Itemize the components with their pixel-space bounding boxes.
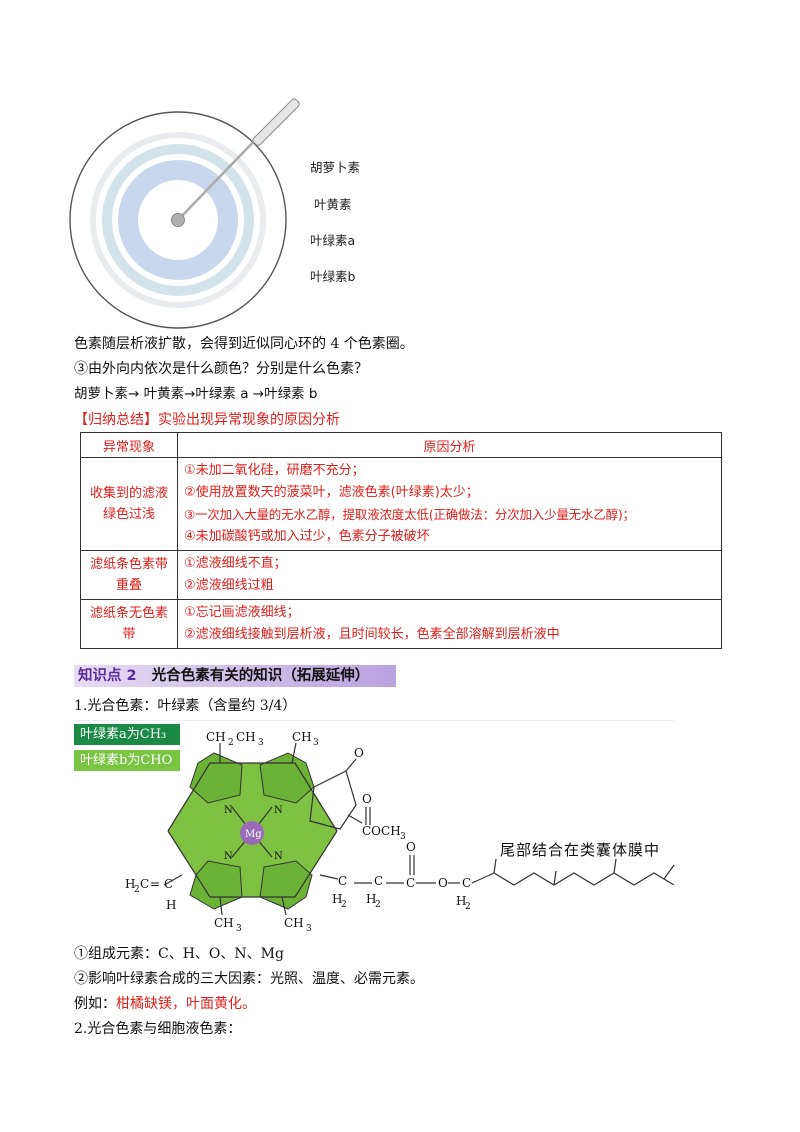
svg-text:H: H [456, 894, 466, 908]
anomaly-analysis-table: 异常现象 原因分析 收集到的滤液绿色过浅 ①未加二氧化硅，研磨不充分； ②使用放… [80, 432, 722, 649]
svg-text:O: O [354, 746, 364, 760]
svg-text:H: H [166, 898, 176, 912]
reason-cell: ①滤液细线不直； ②滤液细线过粗 [177, 550, 722, 600]
svg-text:C: C [406, 876, 415, 890]
svg-text:CH: CH [292, 730, 312, 744]
svg-text:N: N [224, 851, 233, 862]
ring-label-chlorophyll-a: 叶绿素a [310, 233, 356, 248]
tag-chlorophyll-b: 叶绿素b为CHO [74, 750, 180, 771]
note-example: 例如：柑橘缺镁，叶面黄化。 [74, 994, 256, 1014]
svg-text:H: H [125, 877, 135, 891]
table-row: 滤纸条色素带重叠 ①滤液细线不直； ②滤液细线过粗 [80, 550, 722, 600]
phenomenon-cell: 滤纸条无色素带 [80, 599, 178, 649]
svg-text:COCH: COCH [362, 824, 401, 838]
reason-item: ①滤液细线不直； [184, 556, 287, 571]
reason-cell: ①忘记画滤液细线； ②滤液细线接触到层析液，且时间较长，色素全部溶解到层析液中 [177, 599, 722, 649]
svg-text:2: 2 [375, 900, 381, 910]
svg-text:3: 3 [236, 924, 242, 934]
svg-text:2: 2 [134, 885, 140, 895]
note-example-highlight: 柑橘缺镁，叶面黄化。 [116, 996, 256, 1012]
svg-text:C: C [374, 874, 383, 888]
svg-text:N: N [224, 805, 233, 816]
summary-heading: 【归纳总结】实验出现异常现象的原因分析 [74, 412, 340, 428]
section-divider [74, 720, 674, 721]
reason-item: ②滤液细线过粗 [184, 578, 274, 593]
svg-text:3: 3 [306, 924, 312, 934]
table-row: 收集到的滤液绿色过浅 ①未加二氧化硅，研磨不充分； ②使用放置数天的菠菜叶，滤液… [80, 457, 722, 551]
reason-item: ④未加碳酸钙或加入过少，色素分子被破坏 [184, 529, 430, 544]
reason-item: ①未加二氧化硅，研磨不充分； [184, 463, 365, 478]
reason-item: ①忘记画滤液细线； [184, 605, 300, 620]
text-line-3: 胡萝卜素→ 叶黄素→叶绿素 a →叶绿素 b [74, 386, 318, 402]
svg-text:C: C [462, 876, 471, 890]
reason-item: ②滤液细线接触到层析液，且时间较长，色素全部溶解到层析液中 [184, 627, 560, 642]
svg-text:H: H [332, 892, 342, 906]
pigment-ring-diagram [69, 98, 300, 329]
metal-ion-label: Mg [245, 829, 262, 840]
svg-text:2: 2 [341, 900, 347, 910]
knowledge-point-title: 光合色素有关的知识（拓展延伸） [151, 668, 370, 684]
section-heading-2: 2.光合色素与细胞液色素： [74, 1021, 242, 1037]
svg-text:N: N [274, 805, 283, 816]
svg-text:C: C [164, 877, 173, 891]
svg-text:CH: CH [284, 916, 304, 930]
knowledge-point-number: 知识点 2 [78, 668, 137, 684]
svg-text:CH: CH [214, 916, 234, 930]
phenomenon-cell: 滤纸条色素带重叠 [80, 550, 178, 600]
svg-text:2: 2 [228, 738, 234, 748]
svg-text:O: O [406, 840, 416, 854]
table-header-phenomenon: 异常现象 [80, 432, 178, 458]
svg-text:3: 3 [400, 832, 406, 842]
ring-label-chlorophyll-b: 叶绿素b [310, 269, 356, 284]
reason-item: ③一次加入大量的无水乙醇，提取液浓度太低(正确做法：分次加入少量无水乙醇)； [184, 507, 635, 522]
text-line-2: ③由外向内依次是什么颜色？分别是什么色素？ [74, 361, 368, 377]
table-header-reason: 原因分析 [177, 432, 722, 458]
ring-label-carotene: 胡萝卜素 [310, 160, 361, 175]
svg-text:2: 2 [465, 902, 471, 912]
svg-text:N: N [274, 851, 283, 862]
svg-text:O: O [362, 792, 372, 806]
svg-text:3: 3 [258, 738, 264, 748]
svg-text:=: = [150, 877, 160, 891]
svg-text:C: C [338, 874, 347, 888]
section-heading: 1.光合色素：叶绿素（含量约 3/4） [74, 698, 297, 714]
svg-text:CH: CH [236, 730, 256, 744]
svg-text:C: C [140, 877, 149, 891]
text-line-1: 色素随层析液扩散，会得到近似同心环的 4 个色素圈。 [74, 336, 414, 352]
knowledge-point-banner: 知识点 2 光合色素有关的知识（拓展延伸） [74, 665, 396, 687]
ring-label-xanthophyll: 叶黄素 [314, 197, 352, 212]
svg-text:O: O [438, 876, 448, 890]
note-factors: ②影响叶绿素合成的三大因素：光照、温度、必需元素。 [74, 971, 424, 987]
table-row: 滤纸条无色素带 ①忘记画滤液细线； ②滤液细线接触到层析液，且时间较长，色素全部… [80, 599, 722, 649]
svg-text:3: 3 [313, 738, 319, 748]
svg-text:H: H [366, 892, 376, 906]
note-example-prefix: 例如： [74, 996, 116, 1012]
tag-chlorophyll-a: 叶绿素a为CH₃ [74, 724, 180, 745]
tail-note: 尾部结合在类囊体膜中 [500, 841, 661, 859]
phenomenon-cell: 收集到的滤液绿色过浅 [80, 457, 178, 551]
svg-text:CH: CH [206, 730, 226, 744]
reason-cell: ①未加二氧化硅，研磨不充分； ②使用放置数天的菠菜叶，滤液色素(叶绿素)太少； … [177, 457, 722, 551]
reason-item: ②使用放置数天的菠菜叶，滤液色素(叶绿素)太少； [184, 485, 479, 500]
note-elements: ①组成元素：C、H、O、N、Mg [74, 946, 284, 962]
